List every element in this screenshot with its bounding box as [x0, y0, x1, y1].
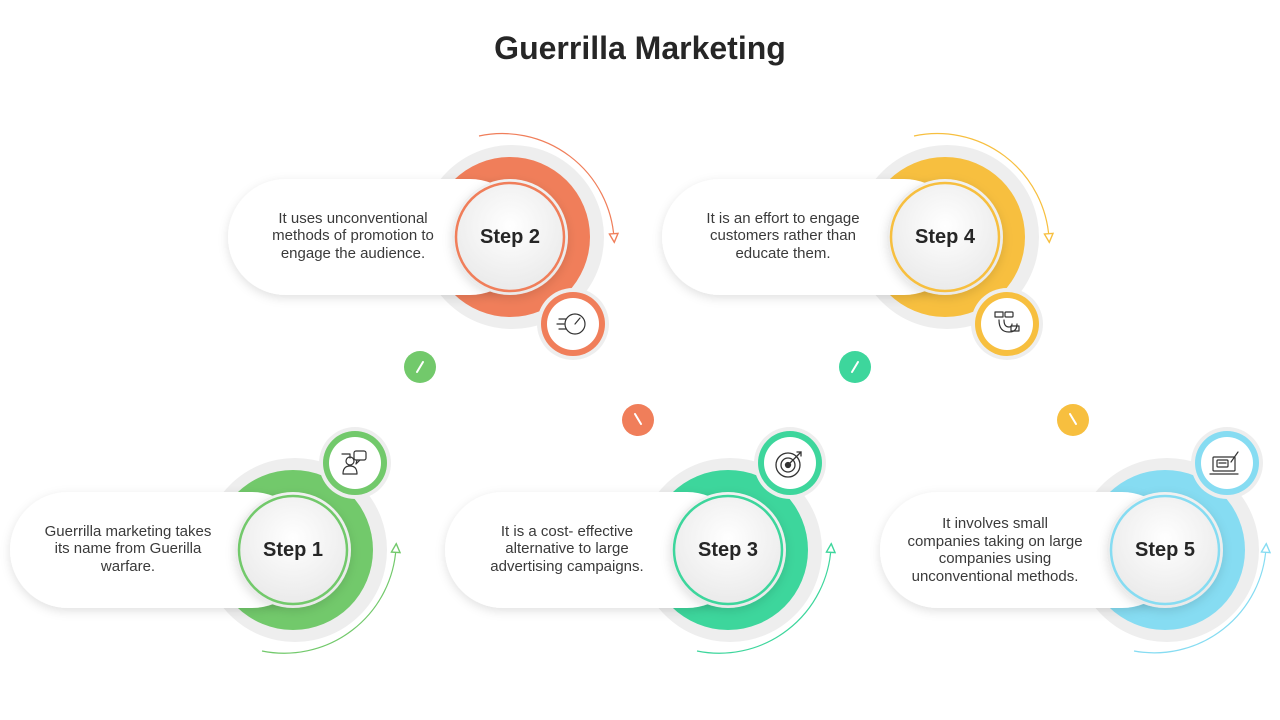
step-2-group: [228, 132, 614, 360]
connector-dot-3: [839, 351, 871, 383]
feedback-person-icon: [341, 450, 367, 475]
connector-dot-1: [404, 351, 436, 383]
step-5-description: It involves small companies taking on la…: [907, 515, 1083, 585]
step-1-description: Guerrilla marketing takes its name from …: [44, 522, 212, 575]
connector-dot-2: [622, 404, 654, 436]
step-1-group: [10, 427, 396, 654]
page-title: Guerrilla Marketing: [494, 30, 786, 66]
step-1-label: Step 1: [262, 539, 324, 561]
step-5-group: [880, 427, 1266, 654]
step-3-description: It is a cost- effective alternative to l…: [490, 522, 644, 575]
step-4-label: Step 4: [914, 226, 976, 248]
connector-dot-4: [1057, 404, 1089, 436]
step-4-group: [662, 132, 1049, 360]
speedometer-icon: [556, 313, 586, 335]
target-icon: [775, 451, 802, 478]
step-4-description: It is an effort to engage customers rath…: [706, 209, 860, 262]
magnet-icon: [994, 311, 1020, 333]
step-5-label: Step 5: [1134, 539, 1196, 561]
step-3-label: Step 3: [697, 539, 759, 561]
step-3-group: [445, 427, 831, 654]
step-2-label: Step 2: [479, 226, 541, 248]
step-2-description: It uses unconventional methods of promot…: [272, 209, 434, 262]
laptop-chat-icon: [1209, 451, 1239, 475]
